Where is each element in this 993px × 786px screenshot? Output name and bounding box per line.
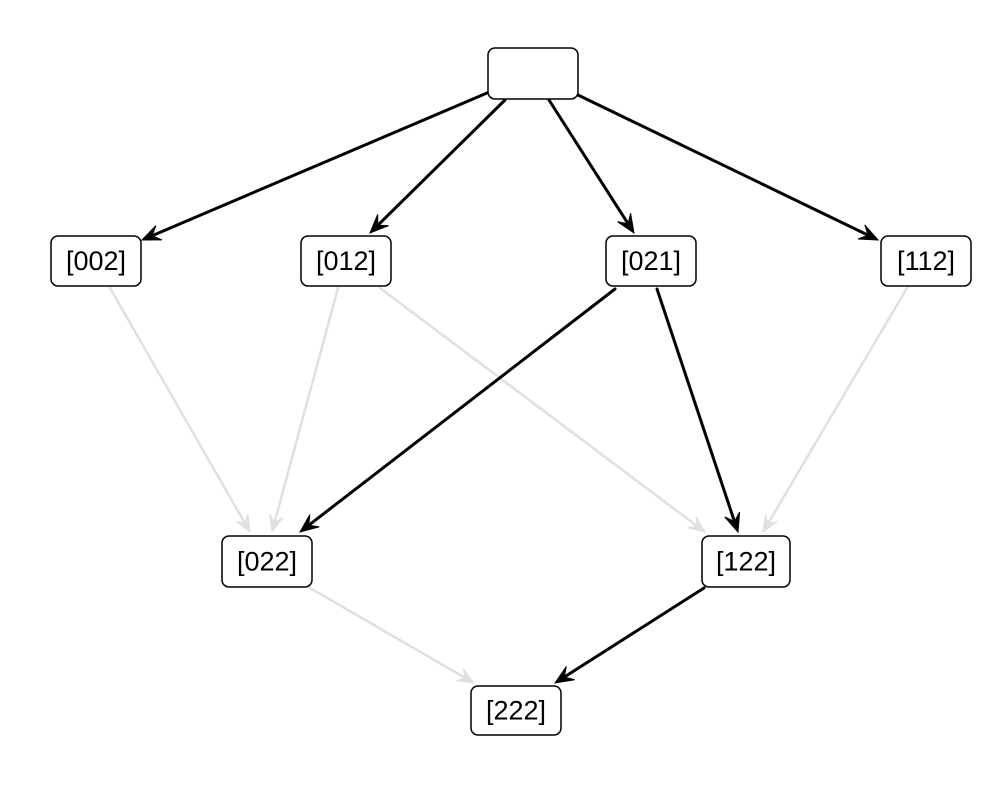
node-222-label: [222] <box>486 696 546 726</box>
arrowhead-icon <box>269 513 284 534</box>
edge-122-to-222 <box>553 586 706 684</box>
edge-line <box>547 98 631 227</box>
edge-root-to-021 <box>547 98 635 235</box>
node-112-label: [112] <box>897 246 955 276</box>
edge-line <box>766 286 909 526</box>
node-012[interactable]: [012] <box>300 235 392 287</box>
arrowhead-icon <box>724 511 741 534</box>
edge-root-to-002 <box>140 91 489 241</box>
arrowhead-icon <box>369 214 389 234</box>
node-002-label: [002] <box>66 246 126 276</box>
node-021[interactable]: [021] <box>605 235 697 287</box>
edge-root-to-012 <box>369 98 507 234</box>
edge-022-to-222 <box>308 586 476 684</box>
node-root[interactable] <box>487 47 579 100</box>
arrowhead-icon <box>762 514 778 534</box>
edge-112-to-122 <box>762 286 909 534</box>
arrowhead-icon <box>235 513 251 534</box>
node-002[interactable]: [002] <box>50 235 142 287</box>
edge-line <box>308 586 468 680</box>
edge-line <box>561 586 706 680</box>
edge-line <box>108 286 247 526</box>
arrowhead-icon <box>140 225 163 241</box>
edge-line <box>306 287 617 528</box>
node-021-label: [021] <box>621 246 681 276</box>
node-022[interactable]: [022] <box>221 535 313 588</box>
edge-012-to-022 <box>269 286 340 534</box>
arrowhead-icon <box>857 224 880 241</box>
edge-line <box>149 91 489 238</box>
arrowhead-icon <box>617 213 635 235</box>
edge-line <box>576 93 871 238</box>
edge-root-to-112 <box>576 93 880 241</box>
nodes-layer: [002] [012] [021] [112] [022] [122] [222… <box>50 47 972 736</box>
node-022-label: [022] <box>237 547 297 577</box>
arrowhead-icon <box>455 668 476 684</box>
edge-012-to-122 <box>378 286 707 533</box>
edge-line <box>273 286 340 525</box>
node-222[interactable]: [222] <box>470 685 562 736</box>
edges-layer <box>108 91 909 684</box>
edge-line <box>378 286 700 528</box>
edge-line <box>655 287 737 524</box>
node-112[interactable]: [112] <box>880 235 972 287</box>
node-012-label: [012] <box>316 246 376 276</box>
arrowhead-icon <box>553 666 575 684</box>
edge-002-to-022 <box>108 286 251 534</box>
edge-021-to-022 <box>298 287 617 533</box>
edge-line <box>375 98 507 228</box>
node-122[interactable]: [122] <box>701 535 791 588</box>
arrowhead-icon <box>687 516 707 533</box>
node-122-label: [122] <box>716 547 776 577</box>
edge-021-to-122 <box>655 287 741 534</box>
arrowhead-icon <box>298 514 320 533</box>
